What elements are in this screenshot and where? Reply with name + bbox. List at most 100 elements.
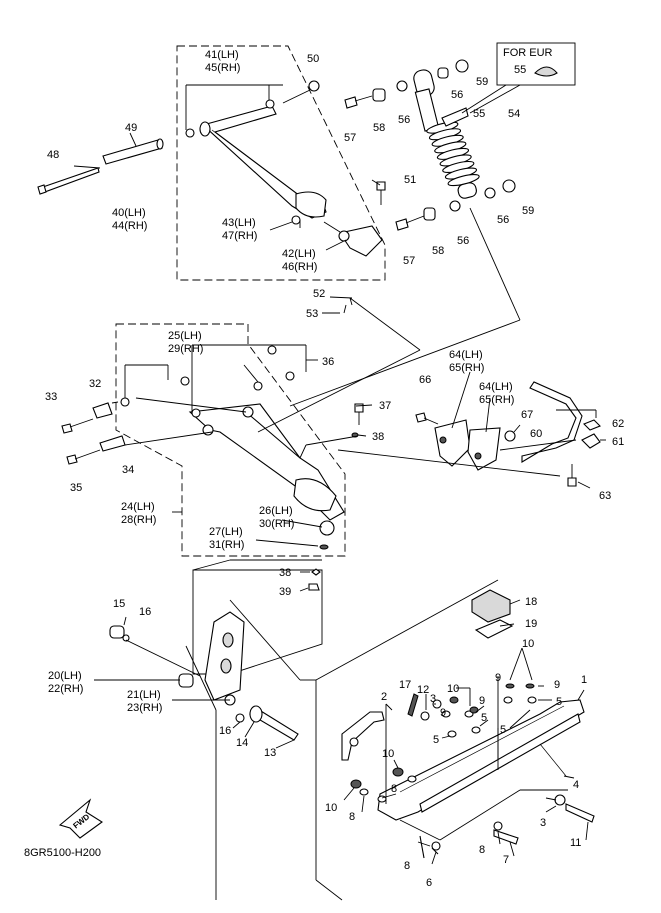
label-48: 48 [47,149,59,161]
label-33: 33 [45,391,57,403]
label-3a: 3 [430,693,436,705]
label-67: 67 [521,409,533,421]
label-30: 30(RH) [259,518,294,530]
lower-ball-joint [308,403,364,591]
label-63: 63 [599,490,611,502]
label-55b: 55 [473,108,485,120]
lower-a-arm [120,345,345,521]
label-57b: 57 [403,255,415,267]
label-59a: 59 [476,76,488,88]
label-44: 44(RH) [112,220,147,232]
label-7: 7 [503,854,509,866]
label-9b: 9 [554,679,560,691]
callout-title: FOR EUR [503,47,553,59]
label-12: 12 [417,684,429,696]
label-51: 51 [404,174,416,186]
label-50: 50 [307,53,319,65]
label-41: 41(LH) [205,49,239,61]
label-37: 37 [379,400,391,412]
label-5c: 5 [500,724,506,736]
label-13: 13 [264,747,276,759]
label-3b: 3 [540,817,546,829]
callout-part-label: 55 [514,64,526,76]
spindle-20 [109,611,245,706]
upper-arm-bolt-and-collar [37,138,164,195]
spindle-group-box [192,569,323,675]
label-56d: 56 [457,235,469,247]
ski-handle-2 [341,711,385,761]
label-8a: 8 [391,783,397,795]
label-29: 29(RH) [168,343,203,355]
label-8d: 8 [404,860,410,872]
label-66: 66 [419,374,431,386]
label-27: 27(LH) [209,526,243,538]
shock-top-hardware [344,59,469,109]
upper-bolt-51 [376,181,386,205]
label-6: 6 [426,877,432,889]
label-14: 14 [236,737,248,749]
label-10a: 10 [522,638,534,650]
label-8b: 8 [349,811,355,823]
label-52: 52 [313,288,325,300]
ski-bumper-18-19 [471,589,514,639]
label-54: 54 [508,108,520,120]
label-17: 17 [399,679,411,691]
label-38b: 38 [279,567,291,579]
label-43: 43(LH) [222,217,256,229]
label-19: 19 [525,618,537,630]
steering-brackets [415,412,516,471]
label-49: 49 [125,122,137,134]
label-65b: 65(RH) [479,394,514,406]
label-10d: 10 [325,802,337,814]
for-eur-callout: FOR EUR 55 [461,42,576,114]
label-62: 62 [612,418,624,430]
ski-hardware [350,683,537,803]
label-32: 32 [89,378,101,390]
label-28: 28(RH) [121,514,156,526]
label-56a: 56 [451,89,463,101]
label-58b: 58 [432,245,444,257]
label-2: 2 [381,691,387,703]
upper-arm-group-box [176,45,386,281]
label-11: 11 [570,837,581,849]
ski-1 [377,699,595,859]
label-64a: 64(LH) [449,349,483,361]
label-20: 20(LH) [48,670,82,682]
steering-handle-60 [521,381,601,487]
lower-arm-group-box [115,323,346,557]
label-64b: 64(LH) [479,381,513,393]
fwd-arrow-icon: FWD [58,798,103,839]
label-65a: 65(RH) [449,362,484,374]
label-5a: 5 [556,696,562,708]
label-25: 25(LH) [168,330,202,342]
label-9c: 9 [440,707,446,719]
label-56b: 56 [398,114,410,126]
label-57a: 57 [344,132,356,144]
label-5b: 5 [481,712,487,724]
label-21: 21(LH) [127,689,161,701]
lower-arm-collars-and-bolts [61,402,126,465]
label-16b: 16 [219,725,231,737]
label-10c: 10 [382,748,394,760]
shock-bottom-hardware [395,179,516,231]
reference-lines [73,84,606,901]
label-15: 15 [113,598,125,610]
label-47: 47(RH) [222,230,257,242]
label-45: 45(RH) [205,62,240,74]
label-10b: 10 [447,683,459,695]
label-61: 61 [612,436,624,448]
label-36: 36 [322,356,334,368]
label-59b: 59 [522,205,534,217]
label-4: 4 [573,779,579,791]
shock-absorber [413,69,480,199]
label-16a: 16 [139,606,151,618]
label-24: 24(LH) [121,501,155,513]
label-34: 34 [122,464,134,476]
label-39: 39 [279,586,291,598]
label-23: 23(RH) [127,702,162,714]
label-8c: 8 [479,844,485,856]
label-46: 46(RH) [282,261,317,273]
label-38a: 38 [372,431,384,443]
part-labels: 41(LH) 45(RH) 50 49 48 40(LH) 44(RH) 43(… [45,49,624,889]
